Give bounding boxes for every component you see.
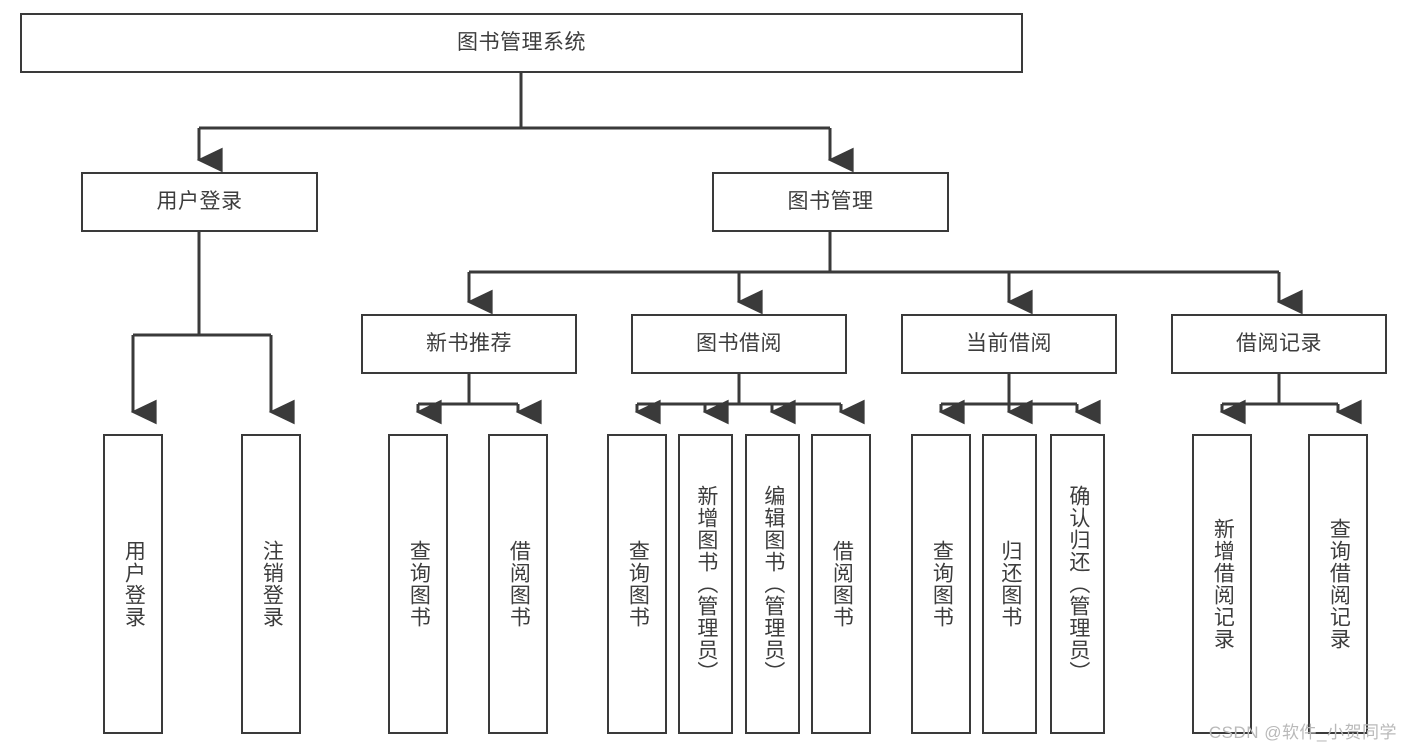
leaf-label: 用户登录 xyxy=(122,540,146,628)
node-book-manage[interactable]: 图书管理 xyxy=(712,172,949,232)
leaf-label: 确认归还（管理员） xyxy=(1066,485,1090,683)
node-book-borrow-label: 图书借阅 xyxy=(696,331,782,355)
node-book-manage-label: 图书管理 xyxy=(787,189,874,213)
leaf-current-borrow-confirm-return-admin[interactable]: 确认归还（管理员） xyxy=(1050,434,1105,734)
node-new-book-recommend-label: 新书推荐 xyxy=(426,331,512,355)
node-borrow-record-label: 借阅记录 xyxy=(1236,331,1322,355)
leaf-label: 查询借阅记录 xyxy=(1327,518,1351,650)
leaf-label: 注销登录 xyxy=(260,540,284,628)
node-root-label: 图书管理系统 xyxy=(457,30,586,54)
leaf-book-borrow-borrow-book[interactable]: 借阅图书 xyxy=(811,434,871,734)
leaf-new-book-query-book[interactable]: 查询图书 xyxy=(388,434,448,734)
node-book-borrow[interactable]: 图书借阅 xyxy=(631,314,847,374)
leaf-label: 新增借阅记录 xyxy=(1211,518,1235,650)
leaf-label: 查询图书 xyxy=(407,540,431,628)
leaf-book-borrow-edit-book-admin[interactable]: 编辑图书（管理员） xyxy=(745,434,800,734)
node-current-borrow-label: 当前借阅 xyxy=(966,331,1052,355)
leaf-borrow-record-add-record[interactable]: 新增借阅记录 xyxy=(1192,434,1252,734)
leaf-book-borrow-add-book-admin[interactable]: 新增图书（管理员） xyxy=(678,434,733,734)
leaf-borrow-record-query-record[interactable]: 查询借阅记录 xyxy=(1308,434,1368,734)
leaf-label: 借阅图书 xyxy=(830,540,854,628)
csdn-watermark: CSDN @软件_小贺同学 xyxy=(1208,723,1397,742)
node-new-book-recommend[interactable]: 新书推荐 xyxy=(361,314,577,374)
leaf-label: 新增图书（管理员） xyxy=(694,485,718,683)
leaf-label: 归还图书 xyxy=(998,540,1022,628)
leaf-new-book-borrow-book[interactable]: 借阅图书 xyxy=(488,434,548,734)
leaf-label: 编辑图书（管理员） xyxy=(761,485,785,683)
node-current-borrow[interactable]: 当前借阅 xyxy=(901,314,1117,374)
node-user-login-label: 用户登录 xyxy=(156,189,243,213)
node-root-system[interactable]: 图书管理系统 xyxy=(20,13,1023,73)
leaf-label: 查询图书 xyxy=(626,540,650,628)
leaf-label: 查询图书 xyxy=(930,540,954,628)
leaf-book-borrow-query-book[interactable]: 查询图书 xyxy=(607,434,667,734)
leaf-user-login-logout[interactable]: 注销登录 xyxy=(241,434,301,734)
leaf-user-login-login[interactable]: 用户登录 xyxy=(103,434,163,734)
leaf-label: 借阅图书 xyxy=(507,540,531,628)
node-borrow-record[interactable]: 借阅记录 xyxy=(1171,314,1387,374)
leaf-current-borrow-query-book[interactable]: 查询图书 xyxy=(911,434,971,734)
leaf-current-borrow-return-book[interactable]: 归还图书 xyxy=(982,434,1037,734)
node-user-login[interactable]: 用户登录 xyxy=(81,172,318,232)
